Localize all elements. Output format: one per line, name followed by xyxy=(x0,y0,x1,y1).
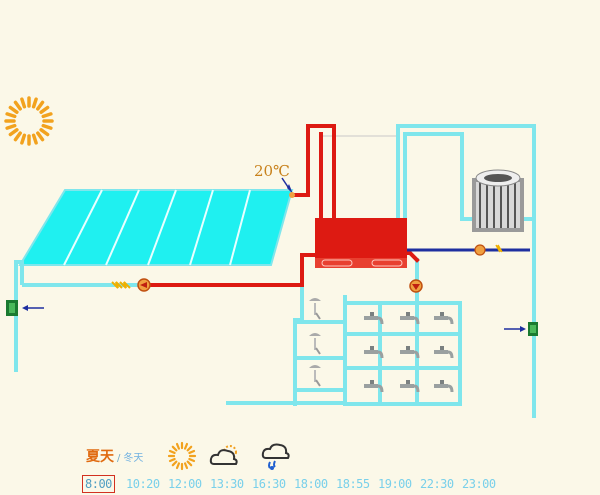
season-separator: / xyxy=(117,453,121,464)
rain-icon[interactable] xyxy=(260,440,292,472)
faucet-icon xyxy=(364,346,384,359)
shower-heads xyxy=(309,298,321,387)
sunny-icon[interactable] xyxy=(166,440,198,472)
faucet-icon xyxy=(364,312,384,325)
time-option[interactable]: 10:20 xyxy=(126,477,160,491)
heat-pump-pump-icon xyxy=(474,244,503,256)
faucet-icon xyxy=(434,380,454,393)
season-summer-button[interactable]: 夏天 xyxy=(86,449,114,465)
time-option[interactable]: 13:30 xyxy=(210,477,244,491)
cloudy-sun-icon[interactable] xyxy=(208,440,240,472)
supply-pump-icon xyxy=(409,279,423,293)
faucet-icon xyxy=(400,380,420,393)
sun-icon xyxy=(4,96,54,146)
faucet-icon xyxy=(400,312,420,325)
shower-icon xyxy=(309,298,321,320)
time-option[interactable]: 22:30 xyxy=(420,477,454,491)
season-selector: 夏天 / 冬天 xyxy=(86,446,143,466)
heat-pump-unit xyxy=(472,169,524,232)
time-option[interactable]: 23:00 xyxy=(462,477,496,491)
cold-inlet-valve-icon xyxy=(6,300,44,316)
time-option[interactable]: 18:55 xyxy=(336,477,370,491)
water-tank xyxy=(315,218,407,268)
temperature-sensor-icon xyxy=(281,177,295,198)
time-option[interactable]: 12:00 xyxy=(168,477,202,491)
faucet-icon xyxy=(434,312,454,325)
faucets xyxy=(364,312,454,393)
faucet-icon xyxy=(364,380,384,393)
time-option[interactable]: 18:00 xyxy=(294,477,328,491)
tank-temperature-label: 20℃ xyxy=(254,162,290,180)
hot-water-pipes xyxy=(147,124,420,287)
shower-icon xyxy=(309,333,321,355)
time-option[interactable]: 19:00 xyxy=(378,477,412,491)
solar-panel xyxy=(18,189,294,266)
heat-pump-inlet-valve-icon xyxy=(504,322,538,336)
shower-icon xyxy=(309,365,321,387)
time-option[interactable]: 8:00 xyxy=(82,475,115,493)
faucet-icon xyxy=(400,346,420,359)
faucet-icon xyxy=(434,346,454,359)
season-winter-button[interactable]: 冬天 xyxy=(123,453,144,464)
flow-arrows-icon xyxy=(111,281,131,289)
time-option[interactable]: 16:30 xyxy=(252,477,286,491)
circulation-pump-icon xyxy=(137,278,151,292)
